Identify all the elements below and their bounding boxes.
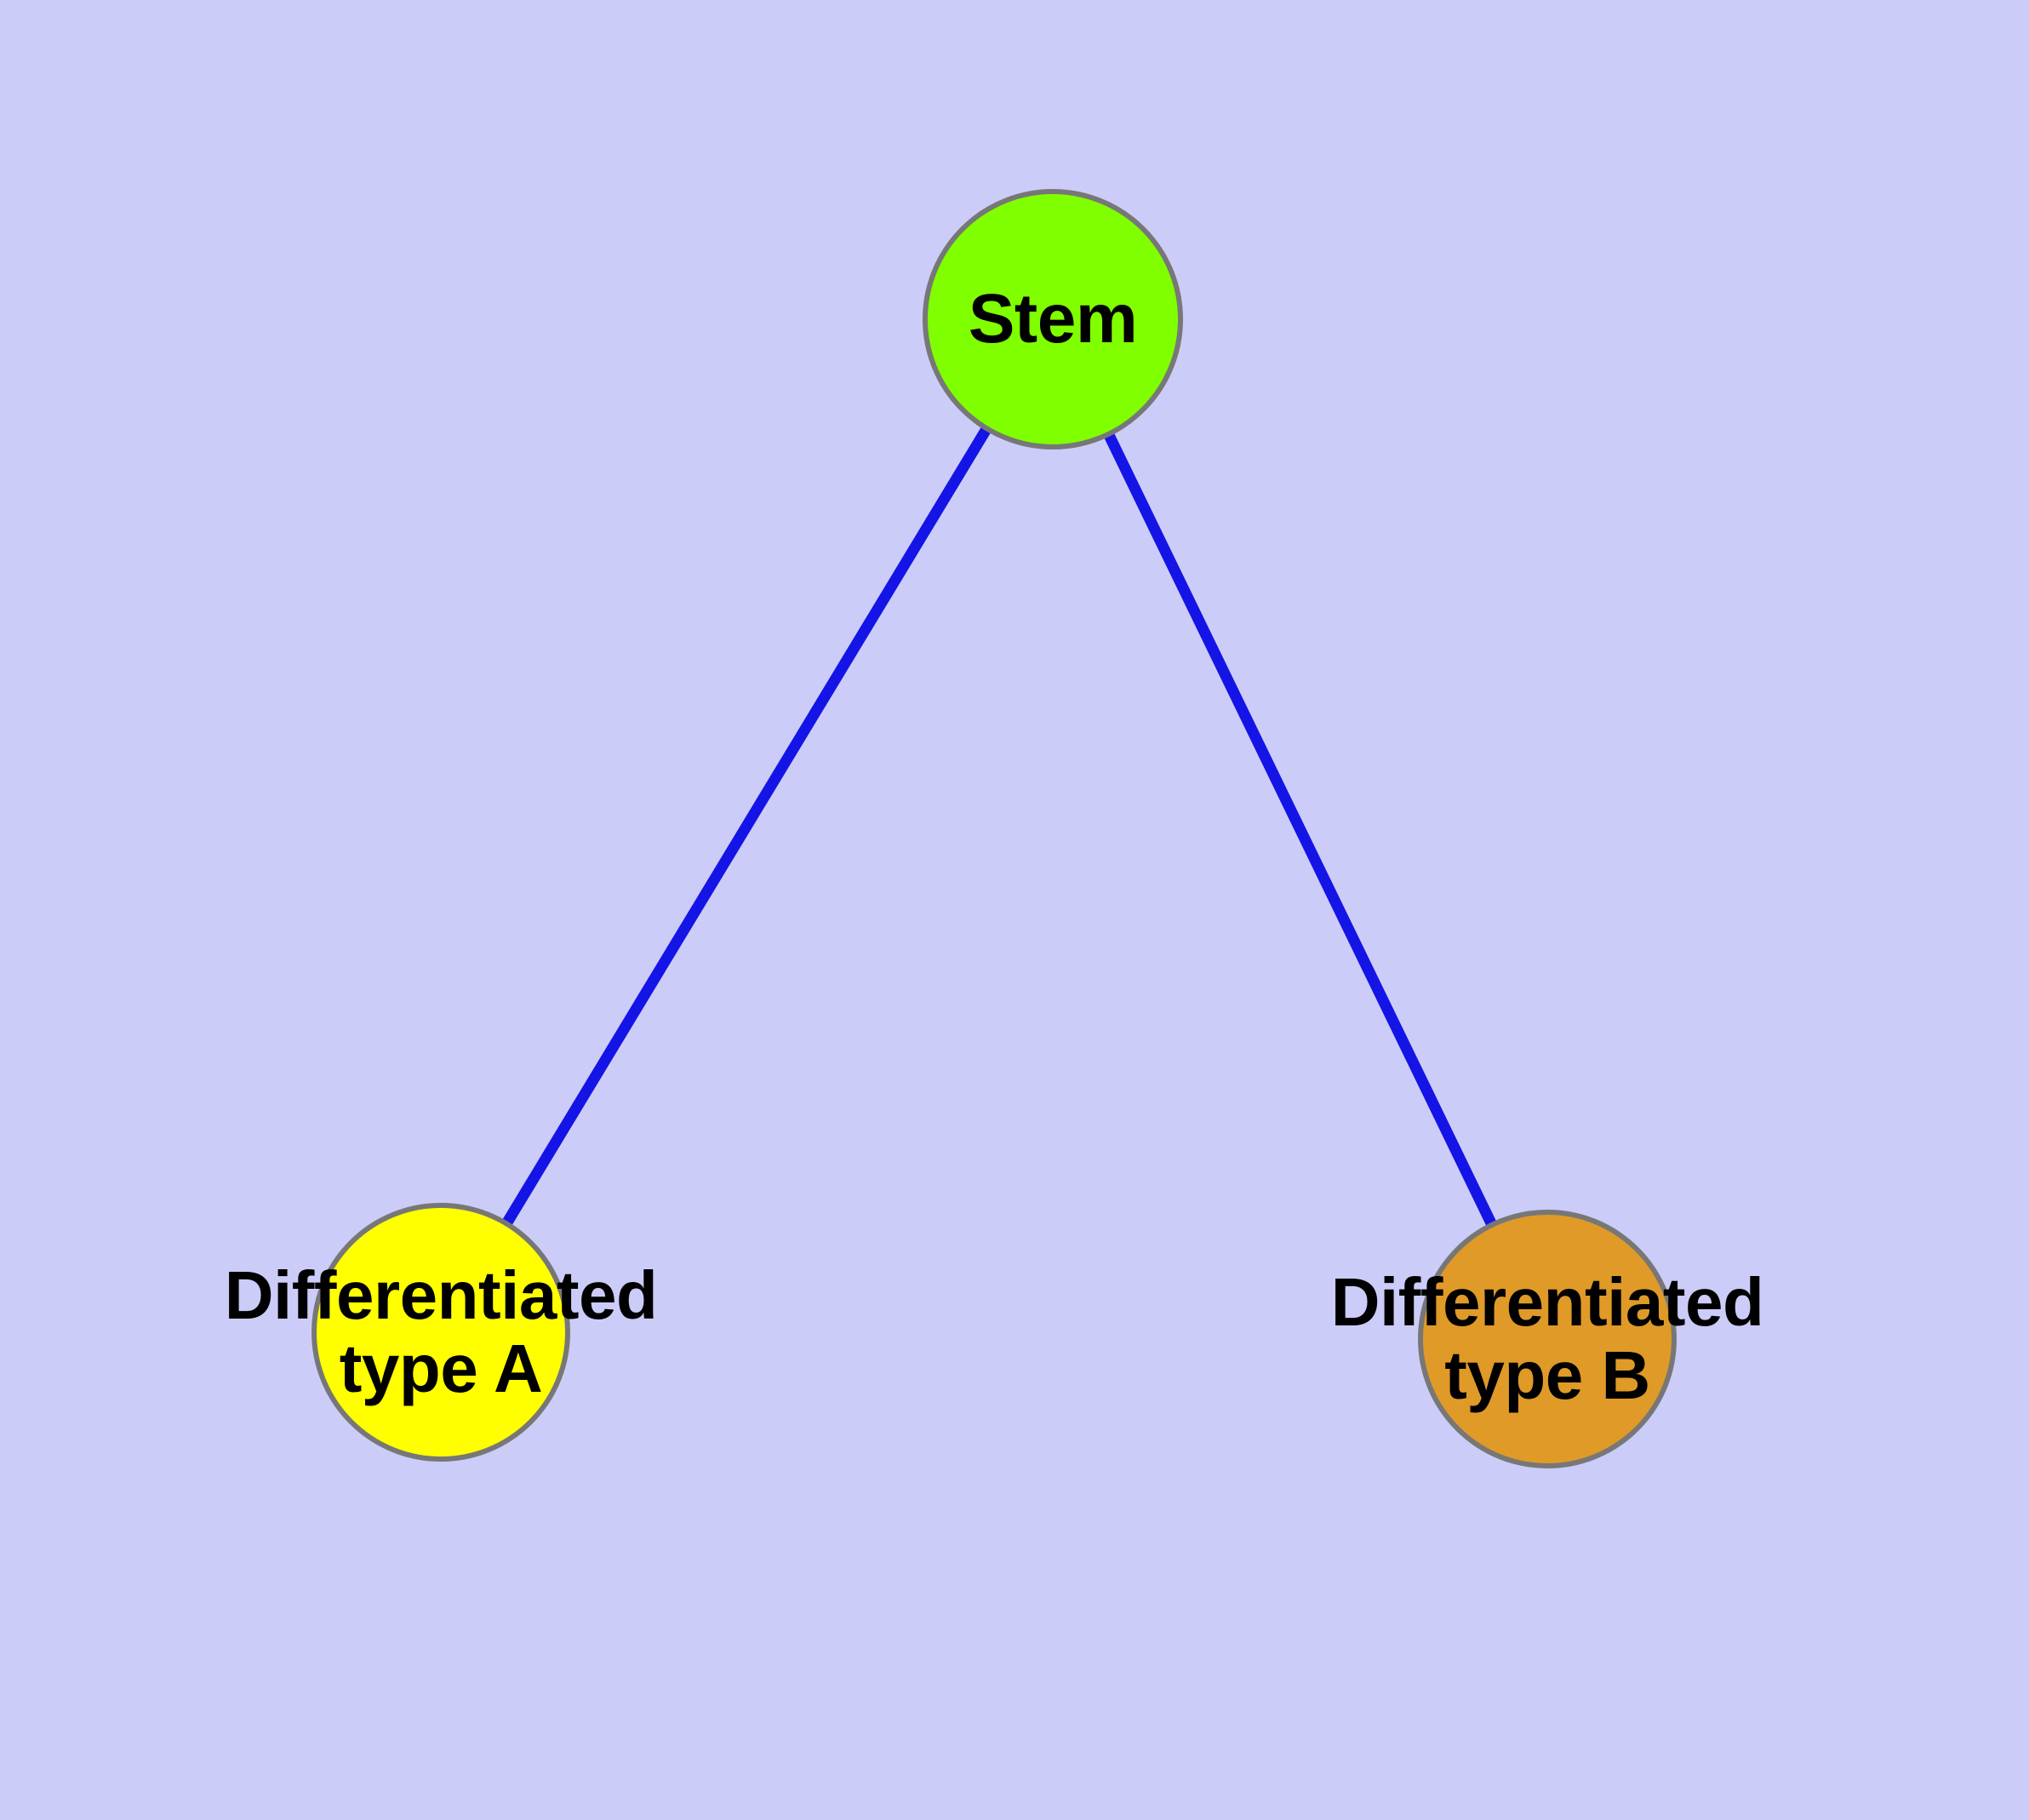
edge-stem-to-differentiated-type-b — [1048, 317, 1552, 1342]
edge-stem-to-differentiated-type-a — [436, 316, 1058, 1336]
node-differentiated-type-b[interactable] — [1418, 1210, 1677, 1468]
node-stem[interactable] — [923, 189, 1183, 449]
node-differentiated-type-a[interactable] — [311, 1203, 570, 1462]
